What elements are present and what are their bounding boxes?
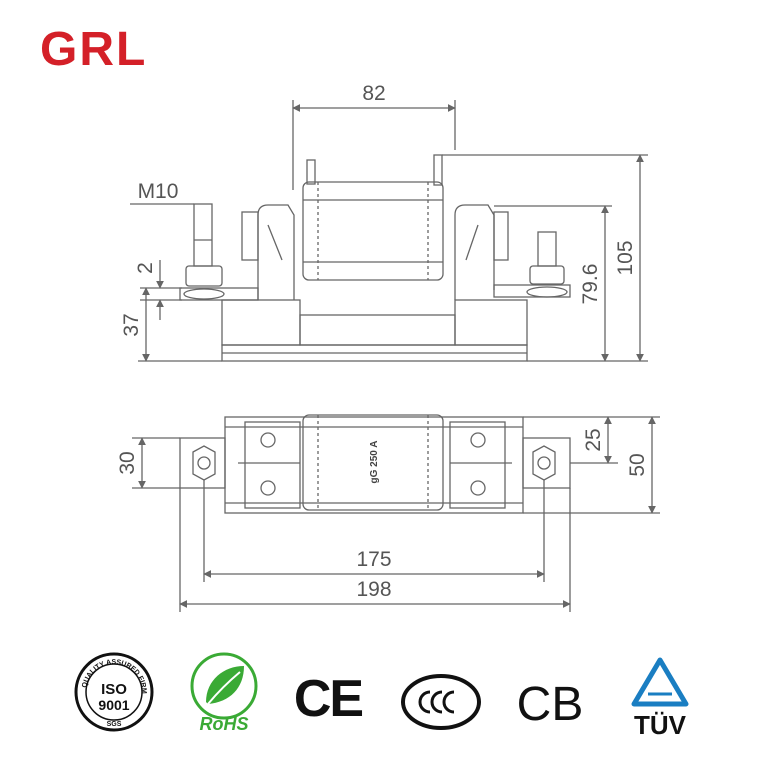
dim-washer: 2 (134, 262, 157, 274)
fuse-rating-label: gG 250 A (369, 441, 380, 484)
ccc-logo (400, 672, 482, 732)
brand-logo: GRL (40, 23, 148, 76)
iso-subtitle: 9001 (98, 697, 129, 713)
side-view (130, 100, 648, 362)
dim-depth: 50 (626, 453, 649, 476)
ce-text: CE (294, 670, 363, 724)
iso-title: ISO (101, 681, 127, 698)
dim-contact-height: 79.6 (579, 264, 602, 305)
iso-9001-logo: QUALITY ASSURED FIRM ISO 9001 SGS (72, 650, 156, 734)
cb-logo: CB (512, 672, 588, 731)
rohs-text: RoHS (200, 714, 249, 734)
top-view (132, 414, 660, 612)
iso-sgs-mark: SGS (107, 721, 122, 728)
dim-depth-left: 30 (116, 451, 139, 474)
technical-drawing: 82 M10 2 37 79.6 105 gG 250 A 30 25 50 1… (116, 82, 660, 612)
cb-text: CB (517, 678, 584, 728)
rohs-logo: RoHS (184, 650, 264, 736)
ce-mark-logo: CE (290, 668, 366, 728)
tuv-logo: TÜV (622, 654, 698, 740)
dim-total-height: 105 (614, 240, 637, 275)
dim-width: 82 (362, 82, 385, 105)
dim-thread: M10 (138, 180, 179, 203)
dim-base-height: 37 (120, 313, 143, 336)
dim-total-length: 198 (356, 578, 391, 601)
tuv-text: TÜV (634, 710, 687, 740)
dim-half-depth: 25 (582, 428, 605, 451)
dim-hole-spacing: 175 (356, 548, 391, 571)
